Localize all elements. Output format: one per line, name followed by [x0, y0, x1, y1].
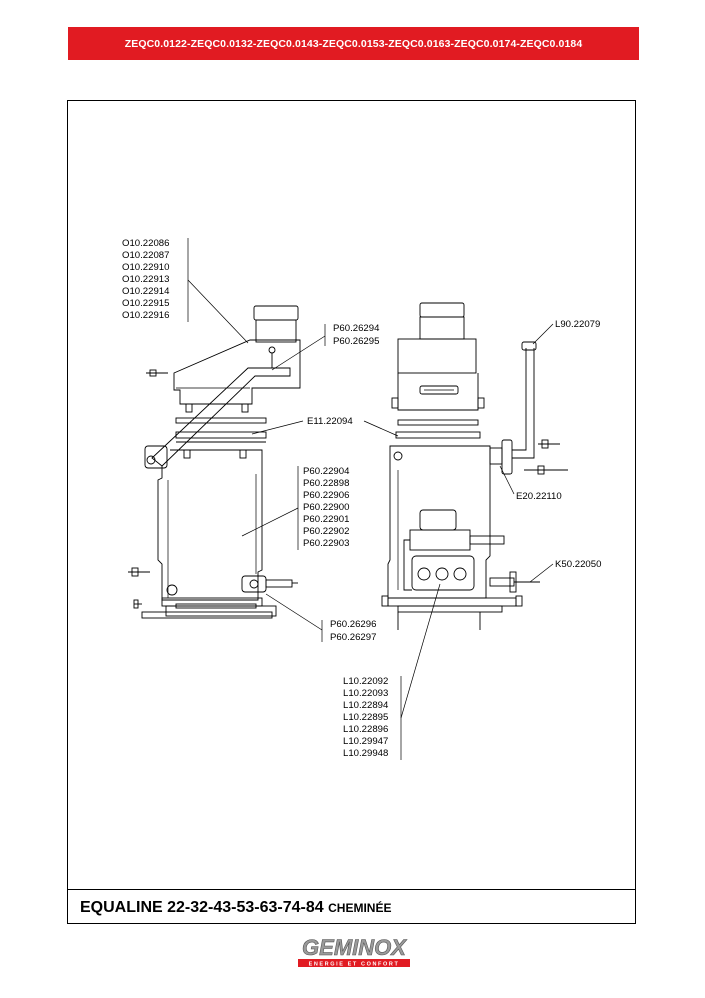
part-label: O10.22910	[122, 262, 169, 273]
geminox-logo: GEMINOX ENERGIE ET CONFORT	[298, 935, 410, 968]
label-group-p60-c: P60.26296 P60.26297	[265, 593, 376, 643]
part-label: P60.26295	[333, 336, 379, 347]
part-label: P60.26297	[330, 632, 376, 643]
drawing-frame	[67, 100, 636, 924]
part-label: L10.29948	[343, 748, 388, 759]
part-label: P60.22902	[303, 526, 349, 537]
part-label: P60.22901	[303, 514, 349, 525]
part-label: O10.22087	[122, 250, 169, 261]
part-label: O10.22913	[122, 274, 169, 285]
svg-text:GEMINOX: GEMINOX	[302, 935, 407, 960]
part-label: L10.22093	[343, 688, 388, 699]
part-label: P60.22903	[303, 538, 349, 549]
model-banner: ZEQC0.0122-ZEQC0.0132-ZEQC0.0143-ZEQC0.0…	[68, 27, 639, 60]
part-label: P60.22906	[303, 490, 349, 501]
label-group-l10: L10.22092 L10.22093 L10.22894 L10.22895 …	[343, 583, 441, 760]
label-group-e11: E11.22094	[251, 416, 399, 437]
label-group-p60-b: P60.22904 P60.22898 P60.22906 P60.22900 …	[241, 466, 350, 550]
part-label: L10.22896	[343, 724, 388, 735]
right-unit-drawing	[381, 302, 568, 630]
part-label: O10.22914	[122, 286, 170, 297]
part-label: K50.22050	[555, 559, 601, 570]
label-group-p60-a: P60.26294 P60.26295	[271, 323, 380, 371]
part-label: L10.22895	[343, 712, 388, 723]
part-label: P60.22900	[303, 502, 349, 513]
caption-subtitle: CHEMINÉE	[328, 901, 392, 915]
part-label: P60.22898	[303, 478, 349, 489]
part-label: O10.22916	[122, 310, 169, 321]
part-label: L10.29947	[343, 736, 388, 747]
svg-text:ENERGIE ET CONFORT: ENERGIE ET CONFORT	[309, 962, 400, 968]
label-group-e20: E20.22110	[499, 465, 562, 502]
part-label: L90.22079	[555, 319, 600, 330]
label-group-k50: K50.22050	[529, 559, 601, 583]
caption-separator	[67, 889, 636, 890]
part-label: O10.22915	[122, 298, 169, 309]
part-label: L10.22894	[343, 700, 389, 711]
caption-title: EQUALINE 22-32-43-53-63-74-84	[80, 899, 324, 916]
part-label: O10.22086	[122, 238, 169, 249]
part-label: L10.22092	[343, 676, 388, 687]
drawing-caption: EQUALINE 22-32-43-53-63-74-84 CHEMINÉE	[80, 899, 391, 917]
part-label: E11.22094	[307, 416, 353, 427]
part-label: P60.26294	[333, 323, 380, 334]
label-group-o10: O10.22086 O10.22087 O10.22910 O10.22913 …	[122, 238, 249, 344]
part-label: E20.22110	[516, 491, 562, 502]
model-list: ZEQC0.0122-ZEQC0.0132-ZEQC0.0143-ZEQC0.0…	[124, 37, 583, 50]
label-group-l90: L90.22079	[532, 319, 600, 345]
left-unit-drawing	[128, 305, 301, 619]
part-label: P60.22904	[303, 466, 350, 477]
part-label: P60.26296	[330, 619, 376, 630]
